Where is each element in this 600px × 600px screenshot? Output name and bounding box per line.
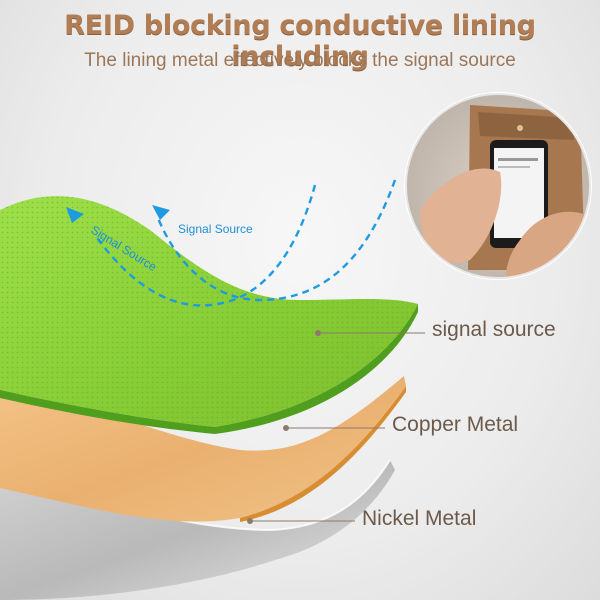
signal-arrow-icon — [156, 179, 397, 302]
signal-arrows — [94, 179, 397, 307]
leader-dot — [315, 330, 321, 336]
layer-label-copper-metal: Copper Metal — [392, 413, 519, 436]
signal-source-layer — [0, 196, 418, 434]
arrow-head-icon — [152, 205, 170, 220]
leader-lines — [250, 332, 425, 522]
phone-in-wallet-photo — [404, 92, 592, 280]
leader-dot — [247, 518, 253, 524]
signal-source-annotation: Signal Source — [178, 222, 253, 236]
layer-label-signal-source: signal source — [432, 318, 556, 341]
leader-dot — [283, 425, 289, 431]
page-title: REID blocking conductive lining includin… — [64, 10, 536, 72]
page-subtitle: The lining metal effectively blocks the … — [84, 50, 516, 71]
arrow-head-icon — [66, 207, 84, 223]
signal-arrow-icon — [94, 184, 317, 307]
layer-label-nickel-metal: Nickel Metal — [362, 507, 477, 530]
